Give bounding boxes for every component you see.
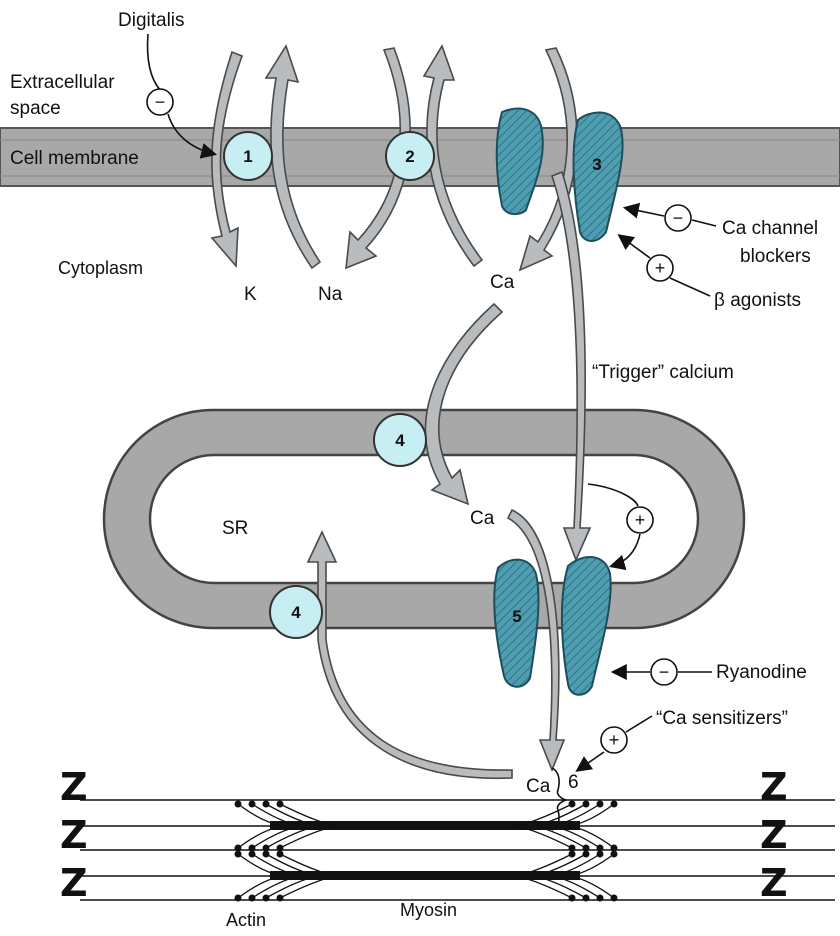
ca-myofilament-label: Ca xyxy=(526,776,551,797)
myofilaments xyxy=(80,800,835,902)
pump-4-lower-number: 4 xyxy=(291,603,301,622)
beta-agonist-sign: + xyxy=(655,258,666,278)
z-label: Z xyxy=(60,813,88,857)
myosin-head xyxy=(249,895,256,902)
pump-2: 2 xyxy=(386,132,434,180)
myosin-head xyxy=(569,845,576,852)
myosin-head xyxy=(569,851,576,858)
ca-sensitizers-label: “Ca sensitizers” xyxy=(656,708,788,729)
myosin-head xyxy=(235,895,242,902)
channel-5-number: 5 xyxy=(512,607,521,626)
digitalis-sign: − xyxy=(155,92,166,112)
z-label: Z xyxy=(760,813,788,857)
beta-agonists-label: β agonists xyxy=(714,290,801,311)
myosin-head xyxy=(569,801,576,808)
ca-sr-label: Ca xyxy=(470,508,495,529)
z-label: Z xyxy=(60,765,88,809)
trigger-calcium-label: “Trigger” calcium xyxy=(592,362,734,383)
pump-1-number: 1 xyxy=(243,147,252,166)
ca-cytoplasm-label: Ca xyxy=(490,272,515,293)
myosin-heads xyxy=(235,801,618,902)
site-6-label: 6 xyxy=(568,772,579,793)
actin-label: Actin xyxy=(226,910,266,930)
ca-channel-blocker-modifier: − xyxy=(626,205,716,231)
ryanodine-label: Ryanodine xyxy=(716,662,807,683)
pump-2-number: 2 xyxy=(405,147,414,166)
z-lines-left: Z Z Z xyxy=(60,765,88,905)
myosin-head xyxy=(263,801,270,808)
myosin-head xyxy=(611,845,618,852)
cytoplasm-label: Cytoplasm xyxy=(58,258,143,278)
myosin-head xyxy=(263,851,270,858)
beta-agonist-modifier: + xyxy=(620,236,710,296)
myosin-head xyxy=(611,801,618,808)
ca-sensitizer-modifier: + xyxy=(578,716,652,770)
myosin-head xyxy=(263,845,270,852)
myosin-head xyxy=(597,895,604,902)
myosin-head xyxy=(235,845,242,852)
cell-membrane-label: Cell membrane xyxy=(10,148,139,169)
myosin-head xyxy=(583,851,590,858)
myosin-head xyxy=(611,895,618,902)
myosin-head xyxy=(583,801,590,808)
extracellular-label-line1: Extracellular xyxy=(10,72,115,93)
ca-channel-blockers-label-line1: Ca channel xyxy=(722,218,818,239)
pump-4-upper: 4 xyxy=(374,414,426,466)
extracellular-label-line2: space xyxy=(10,98,61,119)
myosin-head xyxy=(569,895,576,902)
myosin-head xyxy=(235,851,242,858)
myosin-head xyxy=(235,801,242,808)
myosin-head xyxy=(277,851,284,858)
pump-4-upper-number: 4 xyxy=(395,431,405,450)
myosin-head xyxy=(583,895,590,902)
site-6-brace xyxy=(552,768,566,830)
myosin-head xyxy=(277,895,284,902)
ryanodine-sign: − xyxy=(659,662,670,682)
myosin-head xyxy=(263,895,270,902)
z-label: Z xyxy=(60,861,88,905)
ca-channel-blockers-label-line2: blockers xyxy=(740,246,811,267)
z-lines-right: Z Z Z xyxy=(760,765,788,905)
myosin-head xyxy=(597,845,604,852)
myosin-head xyxy=(611,851,618,858)
sr-label: SR xyxy=(222,518,248,539)
pump-4-lower: 4 xyxy=(270,586,322,638)
ca-channel-blocker-sign: − xyxy=(673,208,684,228)
digitalis-label: Digitalis xyxy=(118,10,185,31)
myosin-head xyxy=(583,845,590,852)
trigger-sign: + xyxy=(635,510,646,530)
myosin-head xyxy=(597,851,604,858)
channel-3-number: 3 xyxy=(592,155,601,174)
ryanodine-modifier: − xyxy=(614,659,712,685)
myosin-head xyxy=(249,801,256,808)
k-ion-label: K xyxy=(244,284,257,305)
na-ion-label: Na xyxy=(318,284,343,305)
myosin-head xyxy=(277,845,284,852)
z-label: Z xyxy=(760,861,788,905)
pump-1: 1 xyxy=(224,132,272,180)
myosin-head xyxy=(597,801,604,808)
myosin-label: Myosin xyxy=(400,900,457,920)
myosin-head xyxy=(249,845,256,852)
myosin-head xyxy=(249,851,256,858)
myosin-head xyxy=(277,801,284,808)
ca-sensitizer-sign: + xyxy=(609,730,620,750)
z-label: Z xyxy=(760,765,788,809)
